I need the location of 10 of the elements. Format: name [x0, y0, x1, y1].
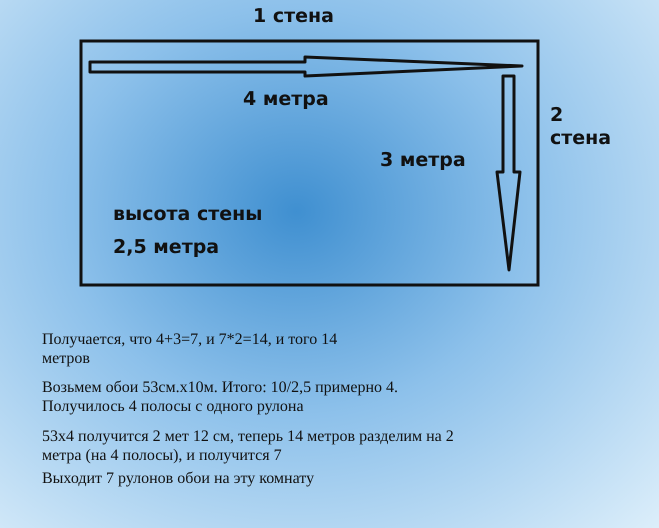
- wall-label: 1 стена: [253, 5, 334, 28]
- wall-height-label: высота стены: [113, 203, 262, 226]
- wall-height-label: 2,5 метра: [113, 236, 220, 259]
- note-text: Возьмем обои 53см.х10м. Итого: 10/2,5 примерно 4. Получилось 4 полосы с одного рулона: [42, 378, 399, 416]
- wall-label: 2 стена: [550, 104, 612, 150]
- note-text: Выходит 7 рулонов обои на эту комнату: [42, 469, 314, 488]
- note-text: 53х4 получится 2 мет 12 см, теперь 14 метров разделим на 2 метра (на 4 полосы), и получится 7: [42, 427, 455, 466]
- note-text: Получается, что 4+3=7, и 7*2=14, и того 14 метров: [42, 330, 338, 368]
- dimension-label: 4 метра: [243, 88, 329, 111]
- dimension-label: 3 метра: [380, 149, 466, 172]
